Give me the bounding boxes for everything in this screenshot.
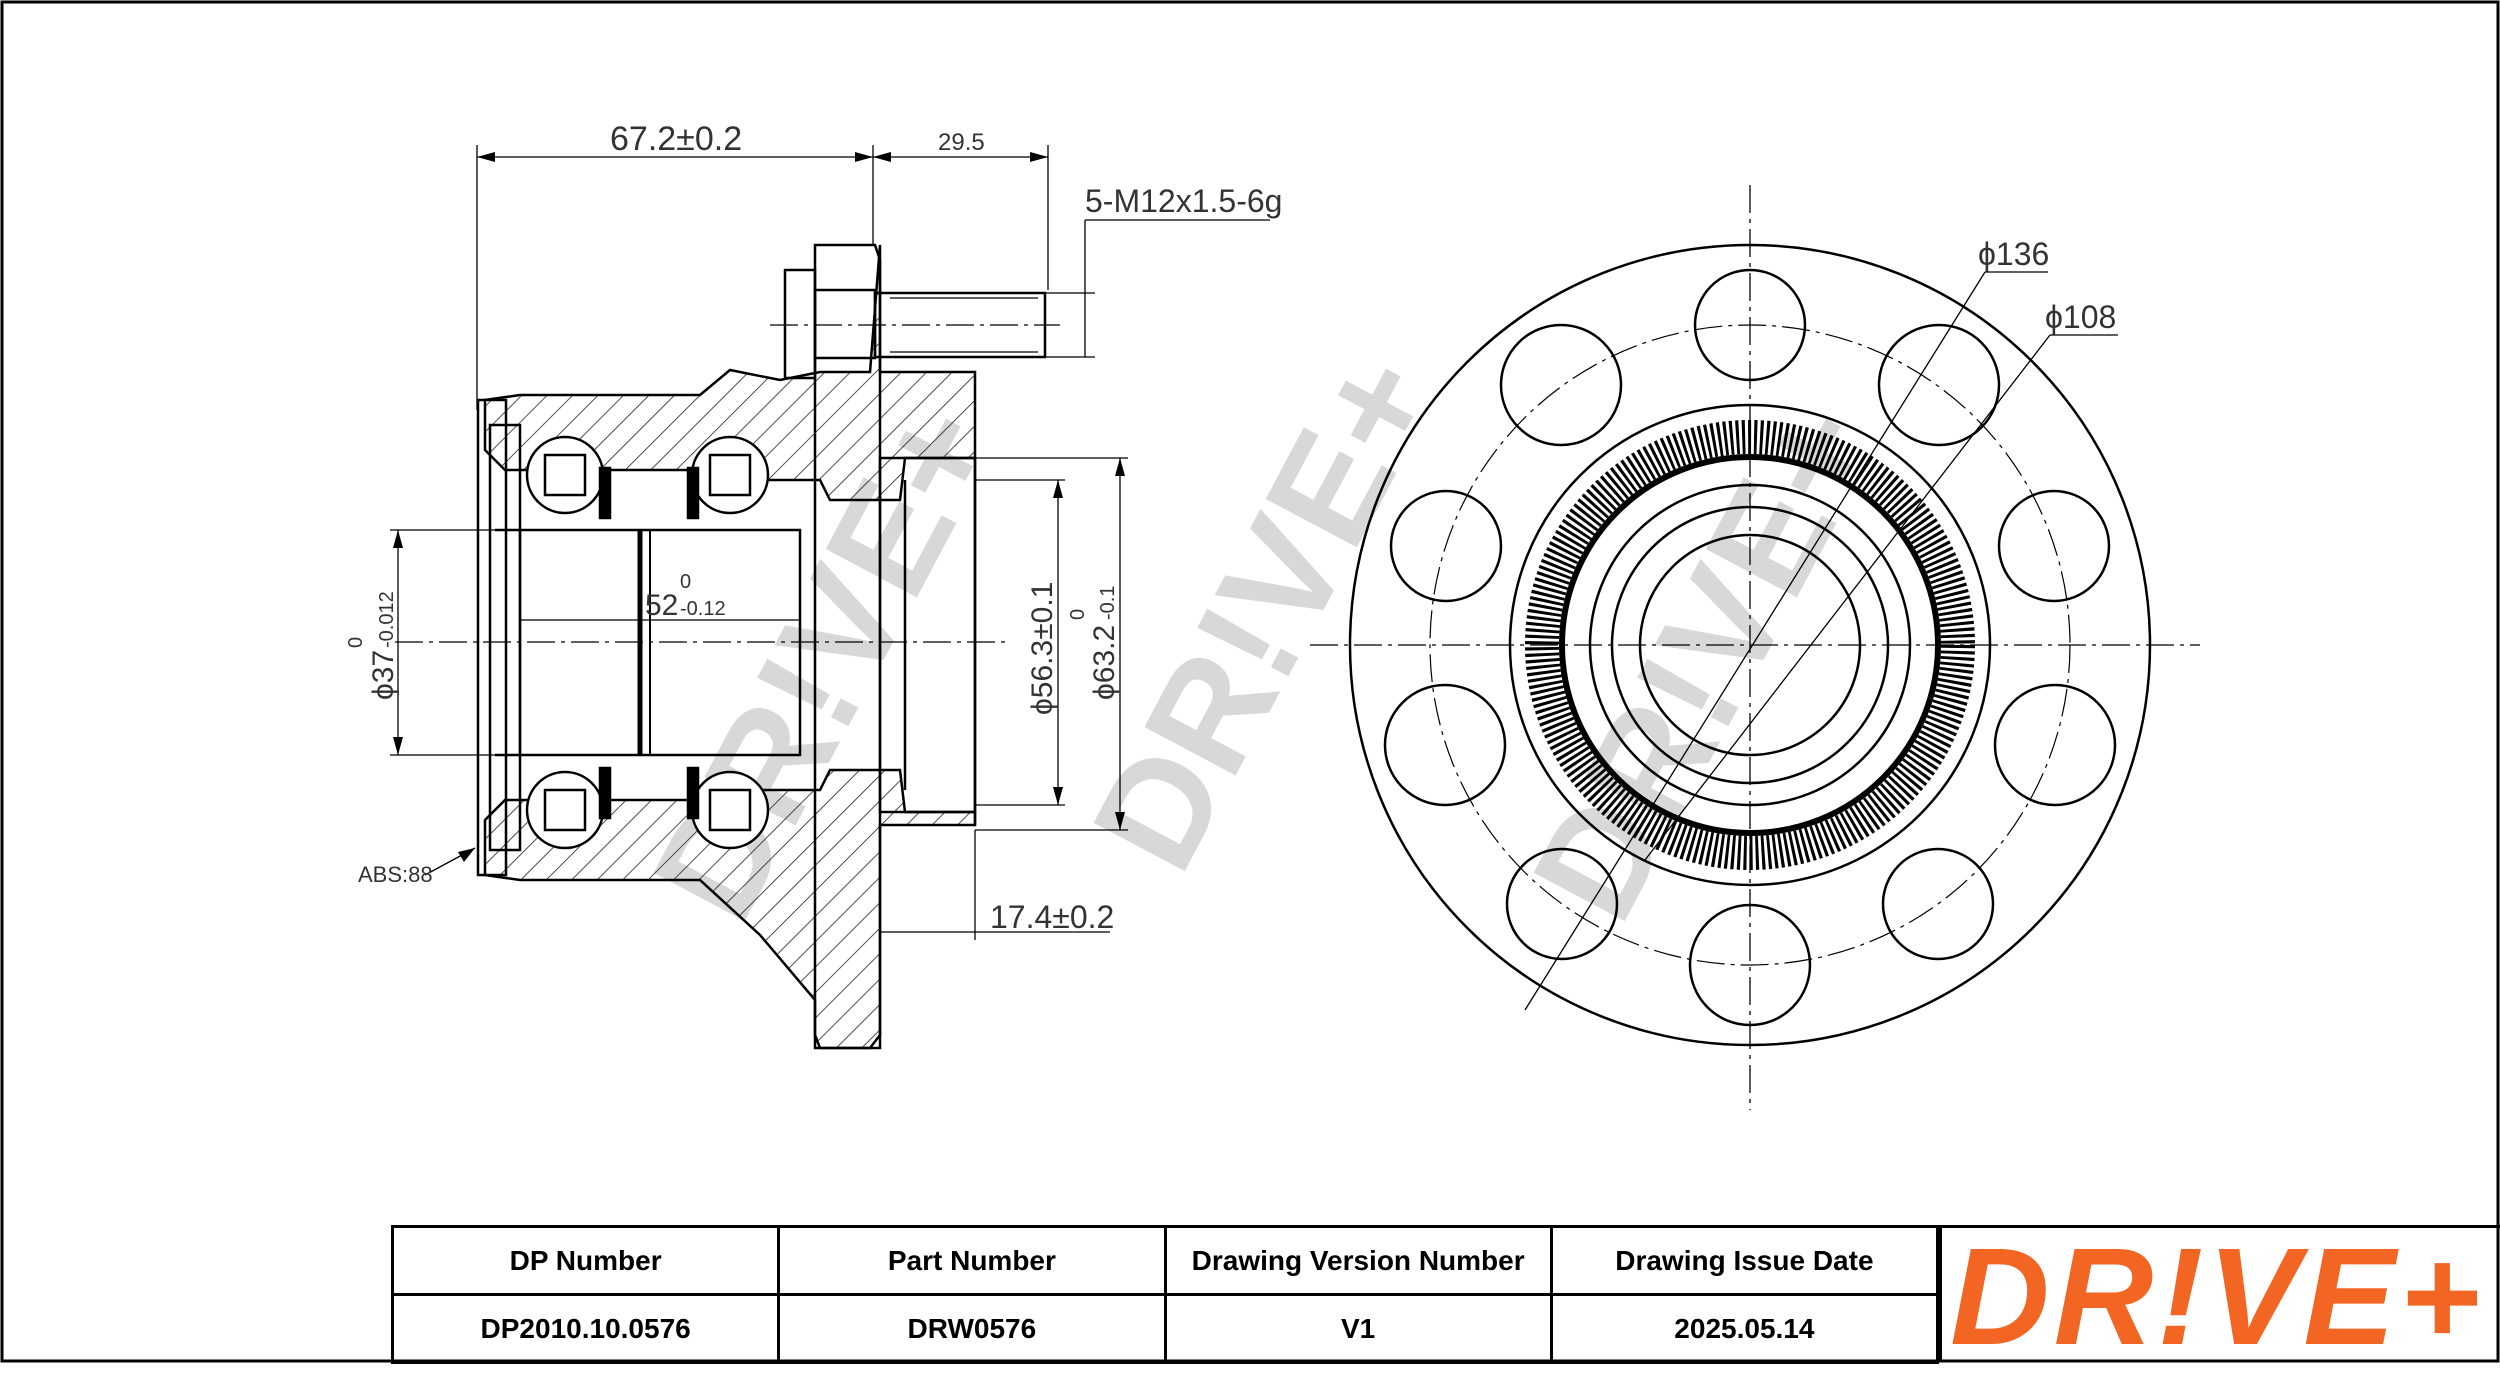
lobe-hole-1 (1877, 323, 2001, 447)
header-dp-number: DP Number (390, 1225, 781, 1296)
front-dimensions (1524, 271, 2118, 1011)
value-issue-date: 2025.05.14 (1549, 1293, 1940, 1364)
cage-lower-left (543, 788, 587, 832)
stud-hole-4 (1505, 847, 1619, 961)
stud-knurl (813, 288, 877, 360)
title-block-header-row: DP Number Part Number Drawing Version Nu… (390, 1225, 1940, 1296)
cage-black-4 (686, 766, 700, 820)
lobe-hole-2 (1993, 683, 2117, 807)
value-dp-number: DP2010.10.0576 (390, 1293, 781, 1364)
arrow-10 (1115, 812, 1125, 830)
arrow-7 (1053, 480, 1063, 498)
arrow-11 (458, 848, 475, 862)
bore-tol-upper: 0 (345, 637, 367, 648)
watermark-center: DR!VE+ (1060, 327, 1469, 895)
dimension-arrows (393, 152, 1125, 862)
cage-black-1 (598, 466, 612, 520)
arrow-2 (855, 152, 873, 162)
brand-logo-box: DR!VE+ (1939, 1220, 2500, 1374)
pilot-text: ϕ56.3±0.1 (1026, 582, 1059, 715)
arrow-5 (393, 530, 403, 548)
header-part-number: Part Number (777, 1225, 1167, 1296)
stud-hole-3 (1881, 847, 1995, 961)
arrow-1 (477, 152, 495, 162)
header-drawing-version: Drawing Version Number (1163, 1225, 1553, 1296)
arrow-6 (393, 737, 403, 755)
cage-upper-right (708, 453, 752, 497)
seal-left (488, 423, 522, 852)
pcd-inner-text: ϕ108 (2045, 299, 2116, 335)
thread-spec-text: 5-M12x1.5-6g (1085, 183, 1282, 219)
stud-head (783, 268, 817, 380)
width-tol-upper: 0 (680, 571, 691, 593)
value-drawing-version: V1 (1163, 1293, 1553, 1364)
cage-lower-right (708, 788, 752, 832)
spigot-text: ϕ63.2 (1088, 625, 1121, 700)
stud-hole-5 (1389, 489, 1503, 603)
dim-stud-text: 29.5 (938, 129, 985, 156)
brand-logo: DR!VE+ (1950, 1220, 2484, 1374)
arrow-3 (873, 152, 891, 162)
cage-black-2 (686, 466, 700, 520)
ball-lower-right (690, 770, 770, 850)
spigot-tol-lower: -0.1 (1097, 586, 1119, 620)
section-dimensions (390, 145, 1270, 940)
section-view (476, 243, 1047, 1050)
section-centerlines (395, 324, 1060, 643)
lobe-hole-5 (1499, 323, 1623, 447)
pcd-outer-leader (1524, 271, 1986, 1011)
ball-upper-right (690, 435, 770, 515)
width-text: 52 (645, 589, 678, 622)
title-block-table: DP Number Part Number Drawing Version Nu… (390, 1225, 1940, 1364)
value-part-number: DRW0576 (777, 1293, 1167, 1364)
bore-diameter-text: ϕ37 (367, 650, 400, 700)
abs-text: ABS:88 (358, 862, 433, 887)
cage-upper-left (543, 453, 587, 497)
offset-text: 17.4±0.2 (990, 899, 1114, 935)
arrow-9 (1115, 458, 1125, 476)
ball-upper-left (525, 435, 605, 515)
pcd-outer-text: ϕ136 (1978, 236, 2049, 272)
width-tol-lower: -0.12 (680, 598, 726, 620)
bore-tol-lower: -0.012 (376, 591, 398, 648)
pcd-inner-leader (1644, 334, 2051, 861)
front-centerlines (1310, 185, 2200, 1110)
arrow-8 (1053, 787, 1063, 805)
section-dim-text: 67.2±0.2 29.5 5-M12x1.5-6g ϕ37 0 -0.012 … (345, 120, 1282, 935)
arrow-4 (1030, 152, 1048, 162)
dim-overall-text: 67.2±0.2 (610, 120, 742, 158)
title-block-value-row: DP2010.10.0576 DRW0576 V1 2025.05.14 (390, 1293, 1940, 1364)
lobe-hole-4 (1383, 683, 1507, 807)
flange-outline (813, 243, 882, 1050)
cage-black-3 (598, 766, 612, 820)
spigot-tol-upper: 0 (1067, 609, 1089, 620)
header-issue-date: Drawing Issue Date (1549, 1225, 1940, 1296)
outer-ring-face (476, 398, 508, 877)
front-dim-text: ϕ136 ϕ108 (1978, 236, 2116, 335)
stud-hole-2 (1997, 489, 2111, 603)
ball-lower-left (525, 770, 605, 850)
